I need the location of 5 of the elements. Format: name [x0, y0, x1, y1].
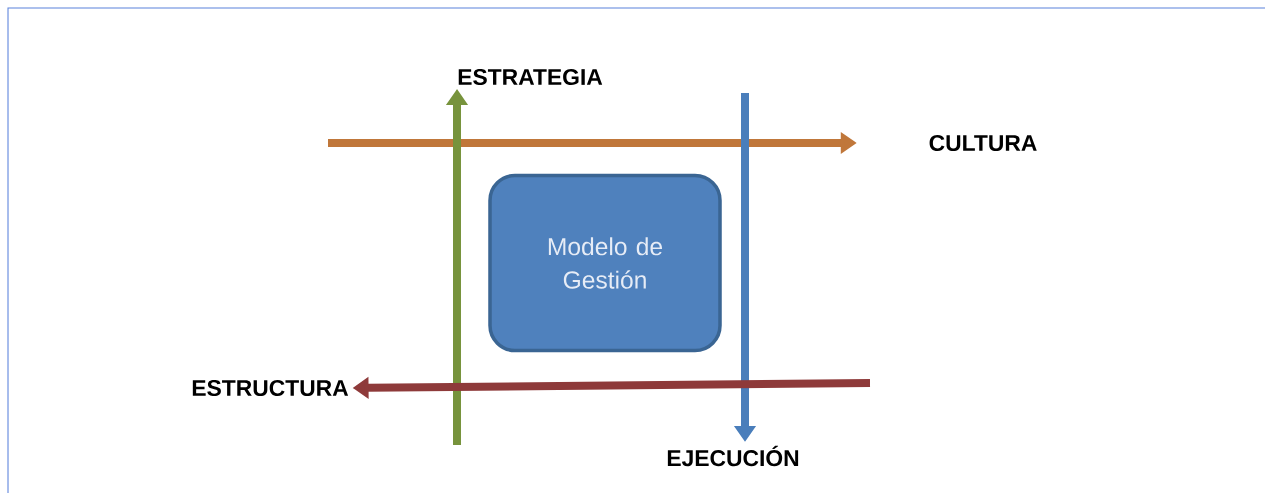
process-box: Modelo de Gestión: [488, 173, 722, 353]
axis-label: EJECUCIÓN: [667, 445, 799, 467]
axis-label: ESTRUCTURA: [192, 379, 349, 397]
axis-label: ESTRATEGIA: [458, 68, 603, 86]
axis-label: CULTURA: [929, 134, 1037, 152]
